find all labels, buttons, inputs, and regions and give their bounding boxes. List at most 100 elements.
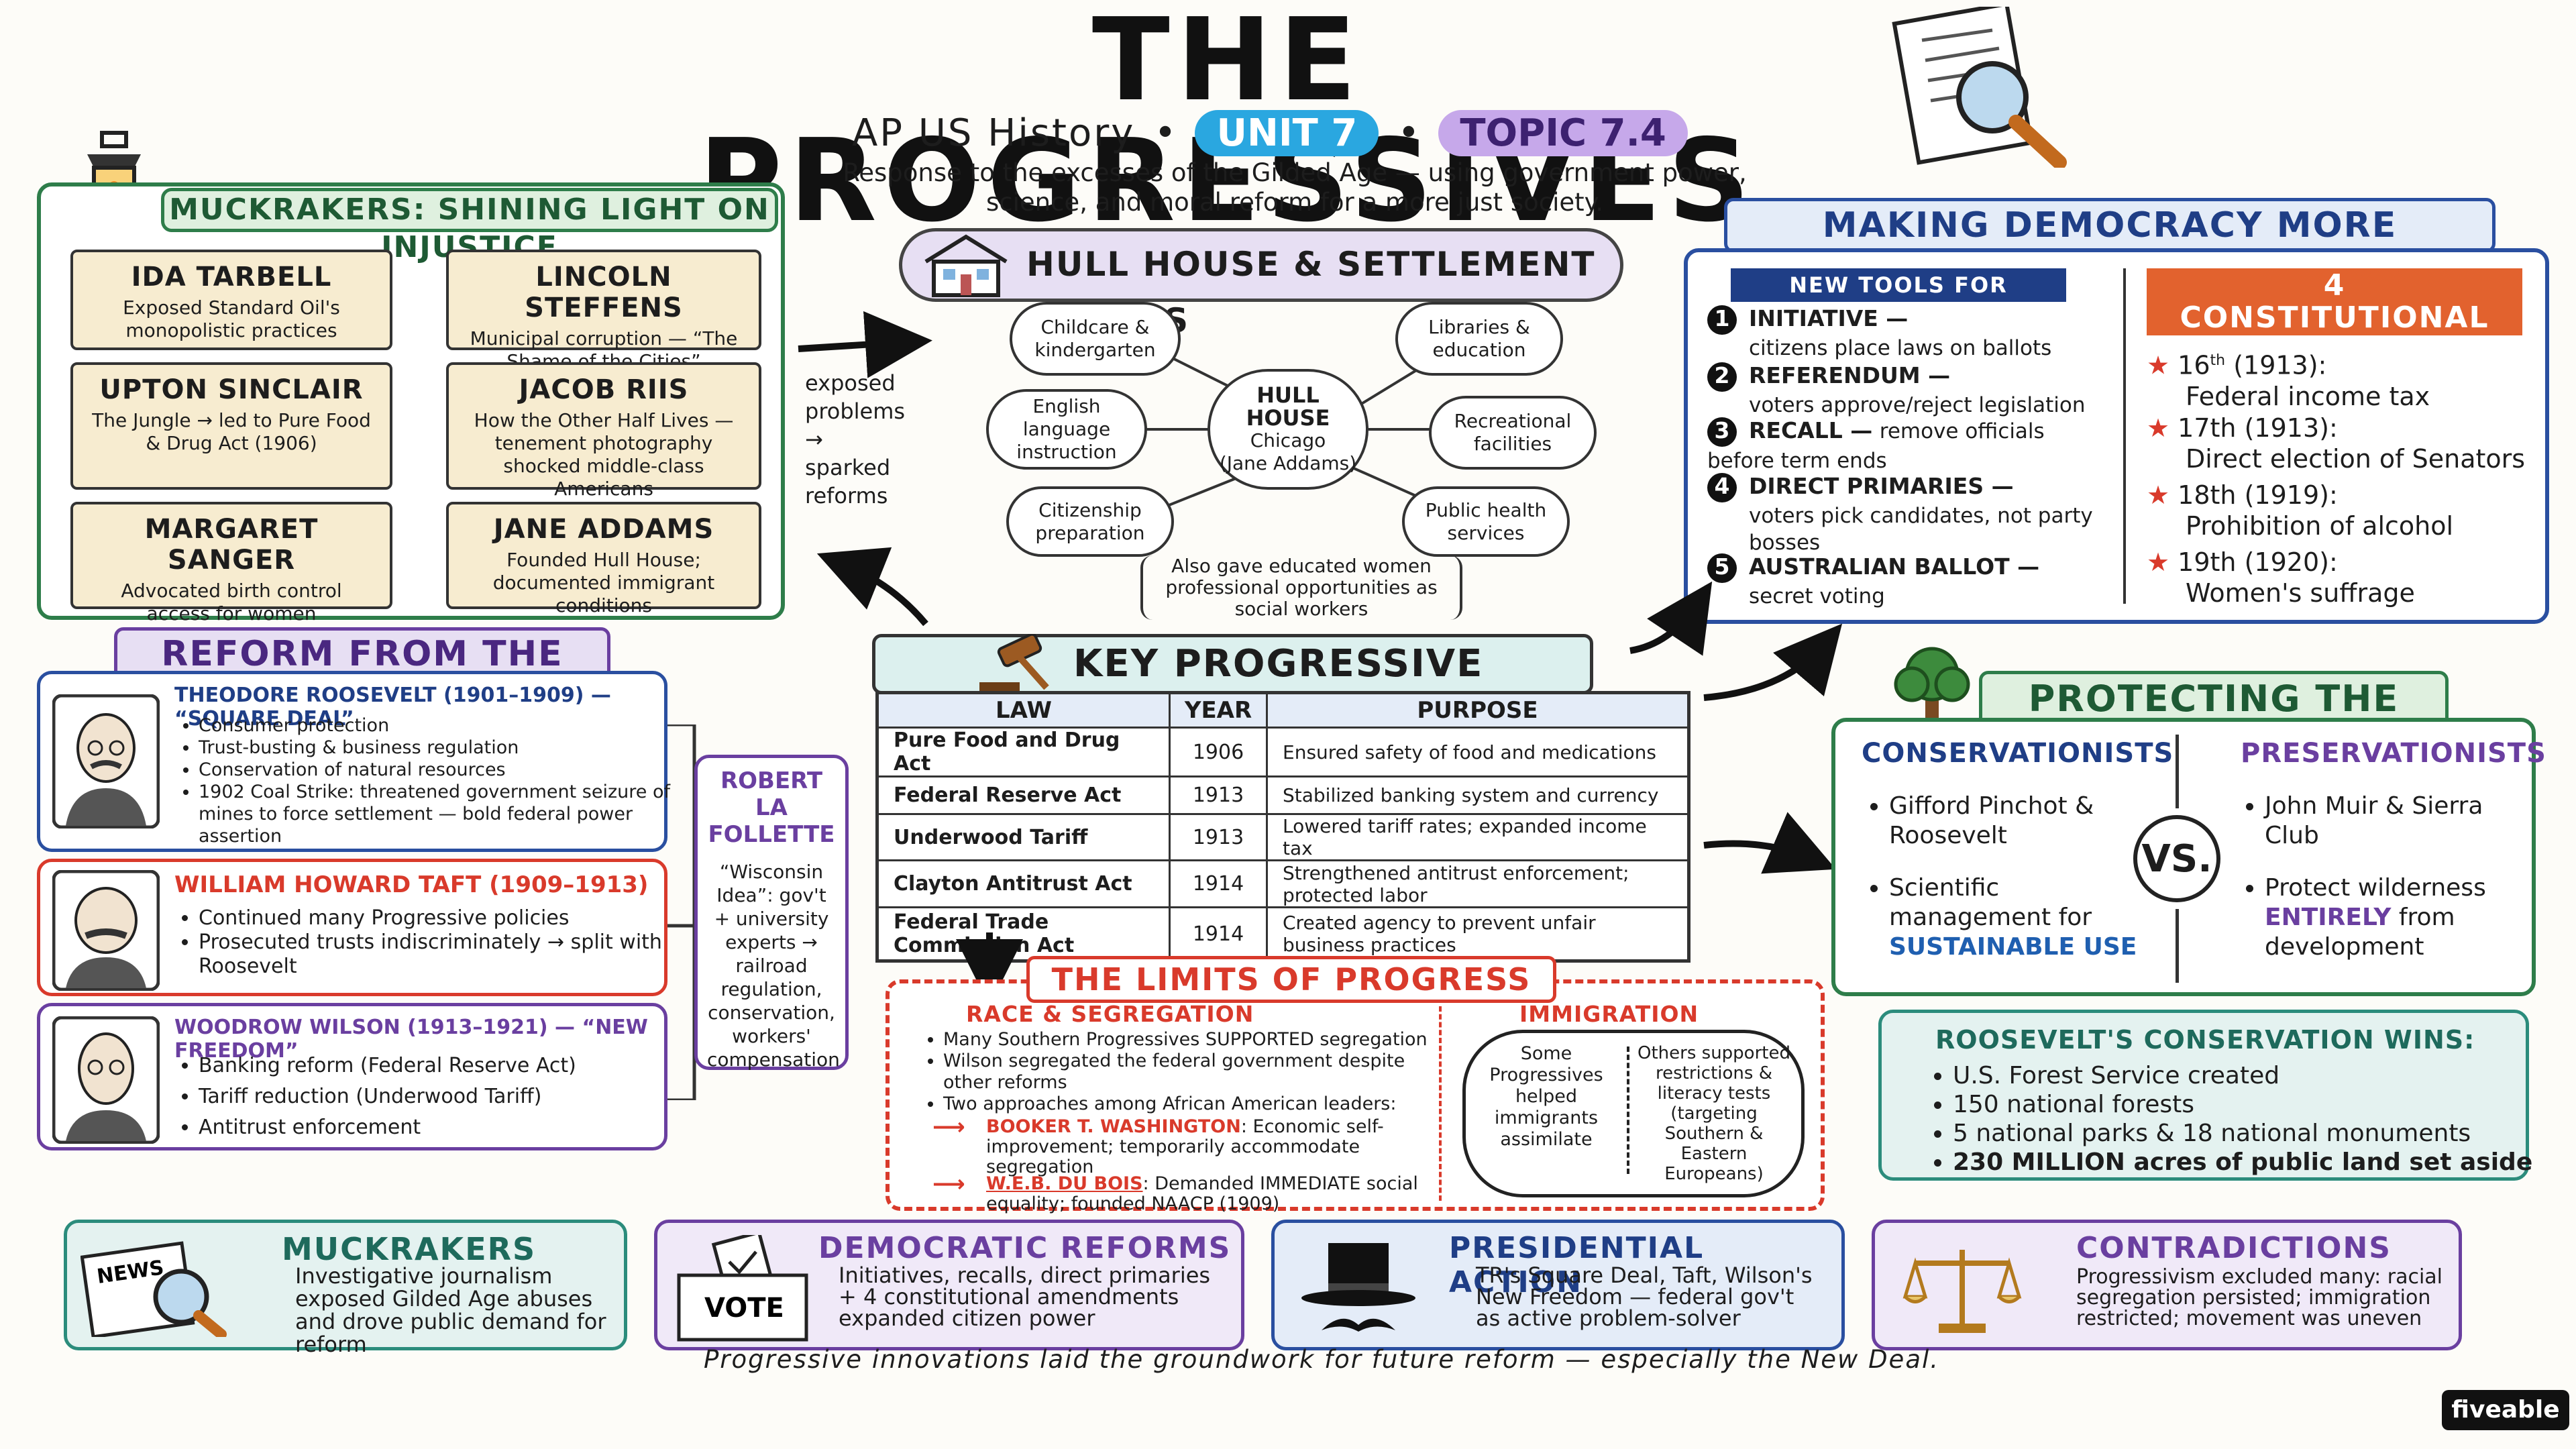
house-icon — [924, 234, 1008, 297]
top-hat-icon — [1301, 1243, 1415, 1332]
immigration-right: Others supported restrictions & literacy… — [1638, 1043, 1790, 1184]
ballot-box-label: VOTE — [704, 1293, 784, 1324]
wins-title: ROOSEVELT'S CONSERVATION WINS: — [1935, 1025, 2475, 1055]
arrow-note: exposed problems → sparked reforms — [805, 370, 906, 508]
divider — [1627, 1046, 1629, 1174]
immigration-bubble — [1462, 1030, 1805, 1197]
tr-heading: THEODORE ROOSEVELT (1901–1909) — “SQUARE… — [174, 684, 611, 731]
hull-house-note: Also gave educated women professional op… — [1140, 555, 1462, 620]
amendment-item: ★ 17th (1913): Direct election of Senato… — [2147, 413, 2526, 474]
list-item: Conservation of natural resources — [199, 759, 682, 781]
course-label: AP US History — [852, 111, 1136, 155]
hull-house-node: English language instruction — [986, 389, 1147, 470]
divider — [2176, 909, 2179, 983]
separator: • — [1397, 111, 1420, 155]
limits-title: THE LIMITS OF PROGRESS — [1026, 956, 1556, 1003]
summary-text: Initiatives, recalls, direct primaries +… — [839, 1263, 1211, 1331]
portrait-icon — [52, 694, 160, 828]
preservationists-list: John Muir & Sierra Club Protect wilderne… — [2241, 792, 2522, 962]
divider — [2123, 268, 2126, 604]
portrait-icon — [52, 1016, 160, 1144]
hull-house-node: Public health services — [1402, 486, 1570, 557]
list-item: Consumer protection — [199, 714, 682, 737]
footer-note: Progressive innovations laid the groundw… — [703, 1345, 1940, 1374]
summary-title: MUCKRAKERS — [282, 1231, 537, 1267]
btw-item: ⟶ BOOKER T. WASHINGTON: Economic self-im… — [932, 1114, 1384, 1177]
star-icon: ★ — [2147, 350, 2170, 380]
star-icon: ★ — [2147, 413, 2170, 443]
tr-card: THEODORE ROOSEVELT (1901–1909) — “SQUARE… — [37, 671, 670, 852]
unit-badge: UNIT 7 — [1195, 109, 1379, 156]
summary-title: CONTRADICTIONS — [2076, 1231, 2392, 1265]
list-item: Many Southern Progressives SUPPORTED seg… — [943, 1029, 1442, 1051]
conservation-wins-panel: ROOSEVELT'S CONSERVATION WINS: U.S. Fore… — [1878, 1010, 2532, 1181]
ballot-box-icon: VOTE — [677, 1235, 808, 1342]
list-item: 150 national forests — [1953, 1090, 2543, 1119]
list-item: Protect wilderness ENTIRELY from develop… — [2265, 873, 2522, 962]
hull-house-node: Citizenship preparation — [1006, 486, 1174, 557]
dubois-item: ⟶ W.E.B. DU BOIS: Demanded IMMEDIATE soc… — [932, 1171, 1418, 1214]
divider — [2176, 735, 2179, 808]
table-row: Pure Food and Drug Act 1906 Ensured safe… — [876, 727, 1690, 777]
amendments-title: 4 CONSTITUTIONAL AMENDMENTS — [2147, 268, 2522, 366]
table-row: Federal Reserve Act 1913 Stabilized bank… — [876, 775, 1690, 815]
table-row: Clayton Antitrust Act 1914 Strengthened … — [876, 859, 1690, 908]
column-header: YEAR — [1169, 692, 1268, 729]
hull-house-title-cloud — [899, 228, 1623, 302]
brand-logo: fiveable — [2442, 1390, 2569, 1430]
immigration-title: IMMIGRATION — [1519, 1001, 1699, 1027]
summary-title: DEMOCRATIC REFORMS — [818, 1231, 1232, 1265]
taft-heading: WILLIAM HOWARD TAFT (1909–1913) — [174, 871, 649, 898]
lafollette-desc: “Wisconsin Idea”: gov't + university exp… — [707, 861, 840, 1071]
summary-title: PRESIDENTIAL ACTION — [1449, 1231, 1705, 1299]
magnifier-document-icon — [1892, 7, 2067, 168]
list-item: Gifford Pinchot & Roosevelt — [1889, 792, 2147, 851]
vs-badge: VS. — [2133, 815, 2220, 902]
list-item: Prosecuted trusts indiscriminately → spl… — [199, 930, 668, 979]
amendment-item: ★ 19th (1920): Women's suffrage — [2147, 547, 2415, 608]
lafollette-card: ROBERT LA FOLLETTE “Wisconsin Idea”: gov… — [694, 755, 849, 1071]
list-item: Continued many Progressive policies — [199, 906, 668, 930]
tools-title: NEW TOOLS FOR CITIZENS — [1731, 268, 2066, 331]
list-item: Two approaches among African American le… — [943, 1093, 1442, 1115]
wilson-card: WOODROW WILSON (1913–1921) — “NEW FREEDO… — [37, 1003, 667, 1150]
immigration-left: Some Progressives helped immigrants assi… — [1489, 1043, 1603, 1150]
amendment-item: ★ 18th (1919): Prohibition of alcohol — [2147, 480, 2454, 541]
list-item: John Muir & Sierra Club — [2265, 792, 2522, 851]
table-row: Federal Trade Commission Act 1914 Create… — [876, 906, 1690, 962]
conservationists-title: CONSERVATIONISTS — [1862, 738, 2174, 769]
newspaper-icon: NEWS — [80, 1241, 227, 1337]
subtitle: Response to the excesses of the Gilded A… — [843, 158, 1747, 217]
list-item: 1902 Coal Strike: threatened government … — [199, 781, 682, 847]
list-item: U.S. Forest Service created — [1953, 1061, 2543, 1090]
summary-democratic: VOTE DEMOCRATIC REFORMS Initiatives, rec… — [654, 1220, 1244, 1350]
list-item: Trust-busting & business regulation — [199, 737, 682, 759]
list-item: Scientific management for SUSTAINABLE US… — [1889, 873, 2147, 962]
wilson-heading: WOODROW WILSON (1913–1921) — “NEW FREEDO… — [174, 1016, 648, 1063]
list-item: 5 national parks & 18 national monuments — [1953, 1119, 2543, 1148]
star-icon: ★ — [2147, 547, 2170, 577]
hull-house-node: Recreational facilities — [1429, 396, 1597, 470]
list-item: Wilson segregated the federal government… — [943, 1051, 1442, 1093]
separator: • — [1154, 111, 1177, 155]
divider — [1439, 1006, 1442, 1201]
preservationists-title: PRESERVATIONISTS — [2241, 738, 2546, 769]
hull-house-center: HULL HOUSE Chicago(Jane Addams) — [1208, 369, 1368, 490]
portrait-icon — [52, 870, 160, 991]
amendment-item: ★ 16th (1913): Federal income tax — [2147, 350, 2430, 411]
hull-house-node: Childcare & kindergarten — [1010, 302, 1181, 376]
conservationists-list: Gifford Pinchot & Roosevelt Scientific m… — [1865, 792, 2147, 962]
race-list: Many Southern Progressives SUPPORTED seg… — [919, 1029, 1442, 1115]
race-title: RACE & SEGREGATION — [966, 1001, 1254, 1027]
list-item: Antitrust enforcement — [199, 1112, 668, 1143]
table-row: Underwood Tariff 1913 Lowered tariff rat… — [876, 813, 1690, 861]
